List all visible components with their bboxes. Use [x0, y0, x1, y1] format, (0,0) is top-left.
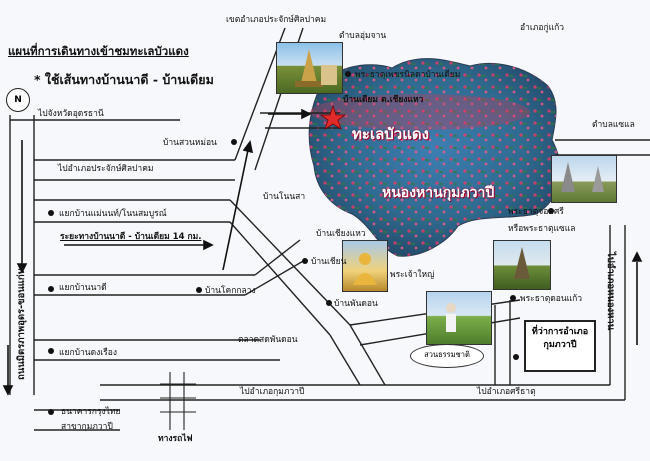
dot-ban-chian: [302, 258, 308, 264]
dot-ban-khokklang: [196, 287, 202, 293]
label-tambon-umjan: ตำบลอุ่มจาน: [339, 31, 387, 41]
person-icon: [446, 303, 456, 332]
label-to-kumphawapi: ไปอำเภอกุมภวาปี: [240, 387, 305, 397]
nature-park-box: สวนธรรมชาติ: [410, 344, 484, 368]
compass-icon: N: [6, 88, 30, 112]
star-marker: [319, 104, 347, 130]
label-ban-chianghwae: บ้านเชียงแหว: [316, 229, 366, 239]
dot-bank: [48, 409, 54, 415]
label-phrathat-chomsri: พระธาตุจอมศรี: [508, 207, 564, 217]
lake-name-nonghan: หนองหานกุมภวาปี: [382, 185, 495, 201]
label-phra-chao-yai: พระเจ้าใหญ่: [390, 270, 435, 280]
label-to-prachak: ไปอำเภอประจักษ์ศิลปาคม: [58, 164, 154, 174]
label-ban-nonsa: บ้านโนนสา: [263, 192, 306, 202]
map-subtitle: * ใช้เส้นทางบ้านนาดี - บ้านเดียม: [34, 72, 214, 87]
district-office-box: ที่ว่าการอำเภอ กุมภวาปี: [524, 320, 596, 372]
temple-photo-top: [276, 42, 343, 94]
chomsri-photo: [551, 155, 617, 203]
pagoda-icon: [295, 49, 337, 87]
dot-yaek-mae-non: [48, 210, 54, 216]
label-ban-suanmon: บ้านสวนหม่อน: [163, 138, 217, 148]
label-phrathat-donkaeo: พระธาตุดอนแก้ว: [520, 294, 583, 304]
label-tambon-saenle: ตำบลแซแล: [592, 120, 635, 130]
label-distance: ระยะทางบ้านนาดี - บ้านเดียม 14 กม.: [60, 232, 202, 242]
label-road-right: ไปอำเภอหนองหาน: [605, 252, 616, 331]
dot-yaek-nadi: [48, 286, 54, 292]
label-bank-line2: สาขากุมภวาปี: [61, 422, 113, 432]
dot-ban-suanmon: [231, 139, 237, 145]
dot-donkaeo: [510, 295, 516, 301]
label-amphoe-kukaeo: อำเภอกู่แก้ว: [520, 23, 565, 33]
label-to-sithat: ไปอำเภอศรีธาตุ: [477, 387, 536, 397]
buddha-photo: [342, 240, 388, 292]
label-ban-khokklang: บ้านโคกกลาง: [205, 286, 256, 296]
label-ban-diam: บ้านเดียม ต.เชียงแหว: [343, 95, 424, 105]
label-talat-phandon: ตลาดสดพันดอน: [238, 335, 298, 345]
dot-ban-phandon: [326, 300, 332, 306]
label-wat-saenle: หรือพระธาตุแซแล: [508, 224, 576, 234]
dot-chomsri: [548, 208, 554, 214]
label-ban-chian: บ้านเชียน: [311, 257, 347, 267]
label-phrathat-phet: พระธาตุเพชรนิลดาบ้านเดียม: [355, 70, 461, 80]
label-suan-thammachat: สวนธรรมชาติ: [424, 350, 470, 359]
label-railway: ทางรถไฟ: [158, 434, 193, 444]
donkaeo-photo: [426, 291, 492, 345]
lake-name-red-lotus: ทะเลบัวแดง: [352, 125, 429, 143]
buddha-icon: [353, 253, 377, 285]
label-road-left: ถนนมิตรภาพอุดร-ขอนแก่น: [16, 267, 27, 380]
label-bank-line1: ธนาคารกรุงไทย: [61, 407, 121, 417]
label-office-line2: กุมภวาปี: [543, 339, 577, 350]
label-to-udon: ไปจังหวัดอุดรธานี: [38, 109, 104, 119]
label-yaek-nongrueang: แยกบ้านดงเรือง: [59, 348, 117, 358]
label-yaek-mae-non: แยกบ้านแม่นนท์/โนนสมบูรณ์: [59, 209, 167, 219]
label-ban-phandon: บ้านพันดอน: [334, 299, 378, 309]
stupa-icon: [561, 162, 604, 192]
map-title: แผนที่การเดินทางเข้าชมทะเลบัวแดง: [8, 44, 189, 58]
dot-office: [513, 354, 519, 360]
dot-phrathat-phet: [345, 71, 351, 77]
label-yaek-nadi: แยกบ้านนาดี: [59, 283, 107, 293]
dot-dong-ruang: [48, 348, 54, 354]
label-top-district: เขตอำเภอประจักษ์ศิลปาคม: [226, 15, 327, 25]
label-office-line1: ที่ว่าการอำเภอ: [531, 327, 589, 337]
saenle-photo: [493, 240, 551, 290]
stupa-icon: [514, 247, 530, 279]
